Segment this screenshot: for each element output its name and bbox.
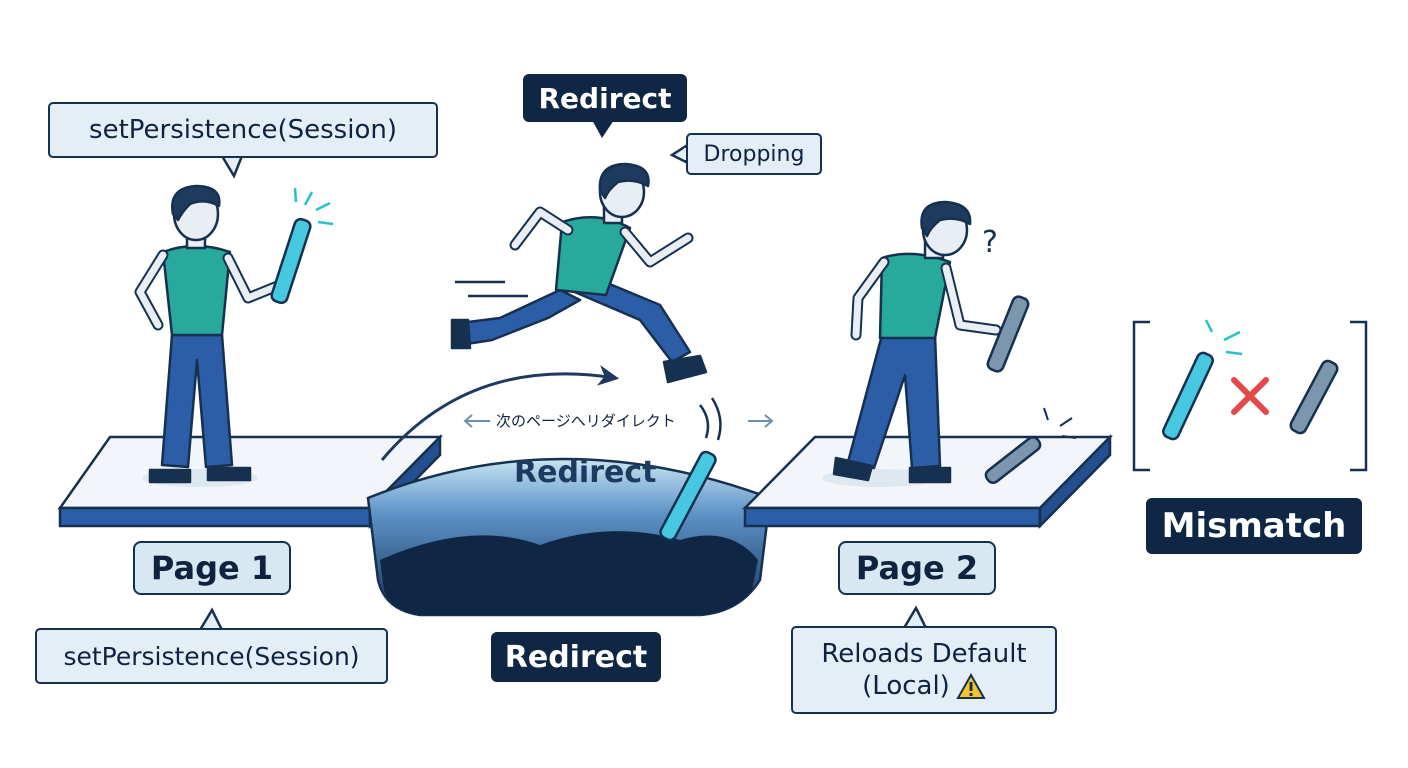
reloads-line-1: Reloads Default (821, 638, 1027, 669)
redirect-gap (366, 457, 772, 617)
redirect-top-label: Redirect (523, 74, 687, 122)
arrow-icon (463, 414, 774, 428)
baton-icon (984, 295, 1077, 485)
mismatch-label: Mismatch (1146, 498, 1362, 554)
mismatch-text: Mismatch (1161, 506, 1347, 546)
set-persistence-top-text: setPersistence(Session) (89, 115, 397, 145)
set-persistence-bottom-label: setPersistence(Session) (35, 628, 388, 684)
reloads-line-2: (Local) (862, 671, 950, 701)
question-mark-icon: ? (982, 225, 998, 260)
page-2-text: Page 2 (855, 549, 979, 587)
redirect-bottom-label: Redirect (491, 632, 661, 682)
cross-icon (1231, 377, 1269, 415)
reloads-default-label: Reloads Default (Local) (791, 626, 1057, 714)
person-page-2 (822, 200, 1002, 487)
warning-icon (956, 672, 986, 699)
page-2-label: Page 2 (838, 541, 996, 595)
baton-icon (659, 450, 717, 542)
page-1-text: Page 1 (150, 549, 274, 587)
set-persistence-top-label: setPersistence(Session) (48, 102, 438, 158)
page-1-label: Page 1 (133, 541, 291, 595)
redirect-top-text: Redirect (538, 81, 672, 115)
motion-lines (455, 280, 722, 441)
redirect-note: 次のページへリダイレクト (496, 412, 676, 430)
redirect-bottom-text: Redirect (504, 639, 648, 675)
person-redirect-jumping (450, 162, 708, 384)
redirect-arc-arrow (380, 365, 620, 461)
mismatch-comparison (1132, 319, 1368, 472)
dropping-label: Dropping (686, 133, 822, 175)
baton-icon (270, 187, 334, 305)
reloads-line-2-row: (Local) (862, 670, 986, 703)
dropping-text: Dropping (703, 141, 805, 167)
redirect-gap-text: Redirect (514, 455, 657, 490)
set-persistence-bottom-text: setPersistence(Session) (63, 641, 360, 671)
person-page-1 (134, 184, 286, 487)
